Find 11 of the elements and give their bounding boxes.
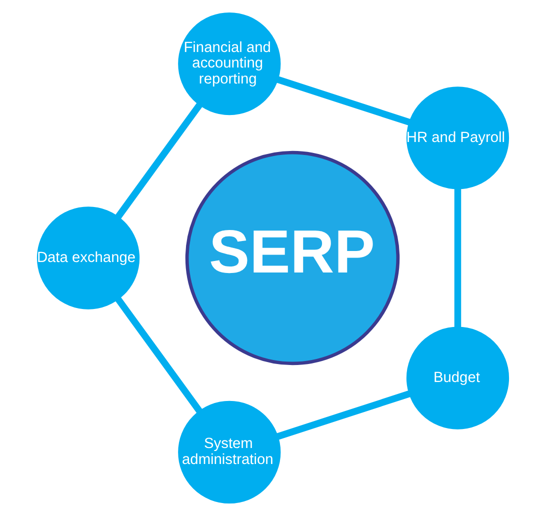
node-circle: Budget [406,326,509,430]
node-circle: System administration [178,400,280,504]
connector [114,102,202,219]
node-circle: Data exchange [36,206,140,310]
node-circle: Financial and accounting reporting [178,12,280,116]
connector [454,188,461,328]
connector [114,297,202,414]
connector [276,76,410,126]
connector [276,390,410,440]
node-circle: SERP [184,150,400,366]
node-circle: HR and Payroll [406,86,509,190]
